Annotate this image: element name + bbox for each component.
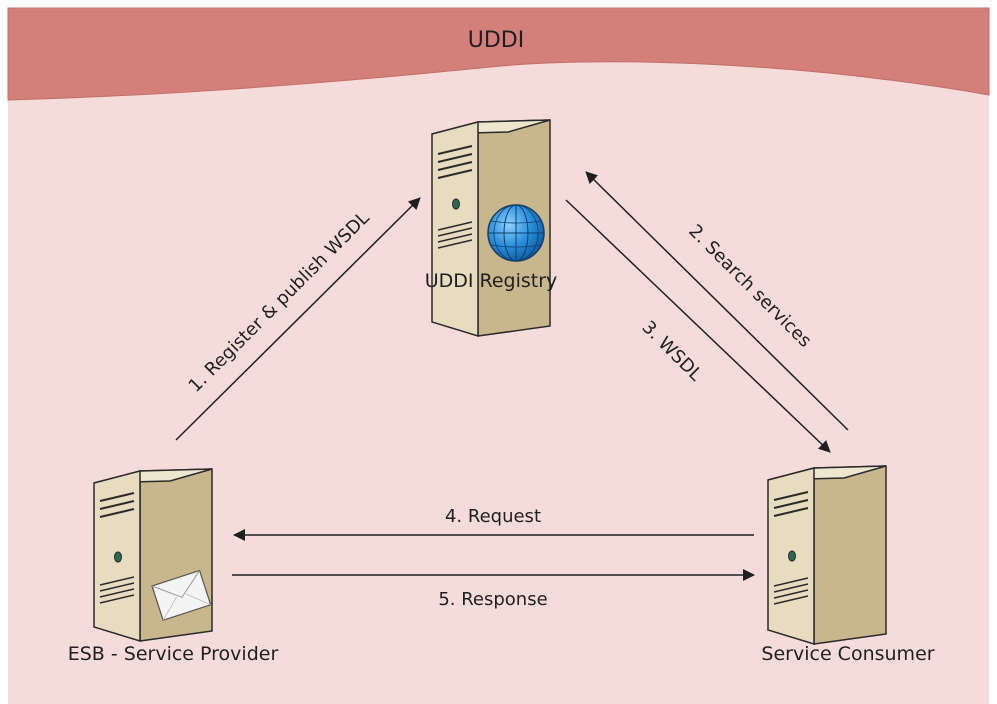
wsdl-arrow (565, 199, 831, 453)
registry-label: UDDI Registry (425, 270, 558, 292)
response-label: 5. Response (438, 589, 547, 610)
request-label: 4. Request (445, 506, 541, 527)
globe-icon (487, 204, 545, 262)
search-arrow (585, 171, 849, 431)
register-arrow (175, 197, 421, 441)
banner-title: UDDI (468, 28, 524, 53)
provider-label: ESB - Service Provider (68, 643, 279, 665)
envelope-icon (151, 569, 212, 621)
consumer-server (767, 465, 887, 646)
provider-server (93, 468, 213, 643)
uddi-banner (7, 7, 990, 101)
consumer-label: Service Consumer (761, 643, 934, 665)
